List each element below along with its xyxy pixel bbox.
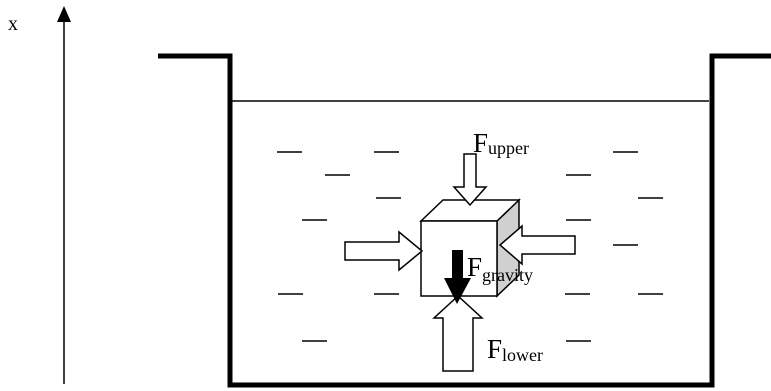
force-upper-arrow [452, 153, 488, 207]
gravity-arrow-head [444, 278, 471, 304]
x-axis-arrowhead [57, 6, 71, 22]
force-gravity-arrow [444, 250, 471, 304]
x-axis-label: x [8, 13, 18, 35]
gravity-arrow-shaft [452, 250, 463, 280]
force-gravity-label: Fgravity [467, 252, 533, 285]
force-left-arrow [344, 230, 424, 272]
force-upper-label: Fupper [473, 128, 529, 158]
x-axis: x [8, 6, 71, 384]
force-right-arrow [498, 224, 576, 266]
force-lower-label: Flower [487, 334, 543, 365]
liquid-marks [277, 151, 663, 342]
force-lower-arrow [432, 294, 484, 372]
container-wall [158, 53, 771, 388]
